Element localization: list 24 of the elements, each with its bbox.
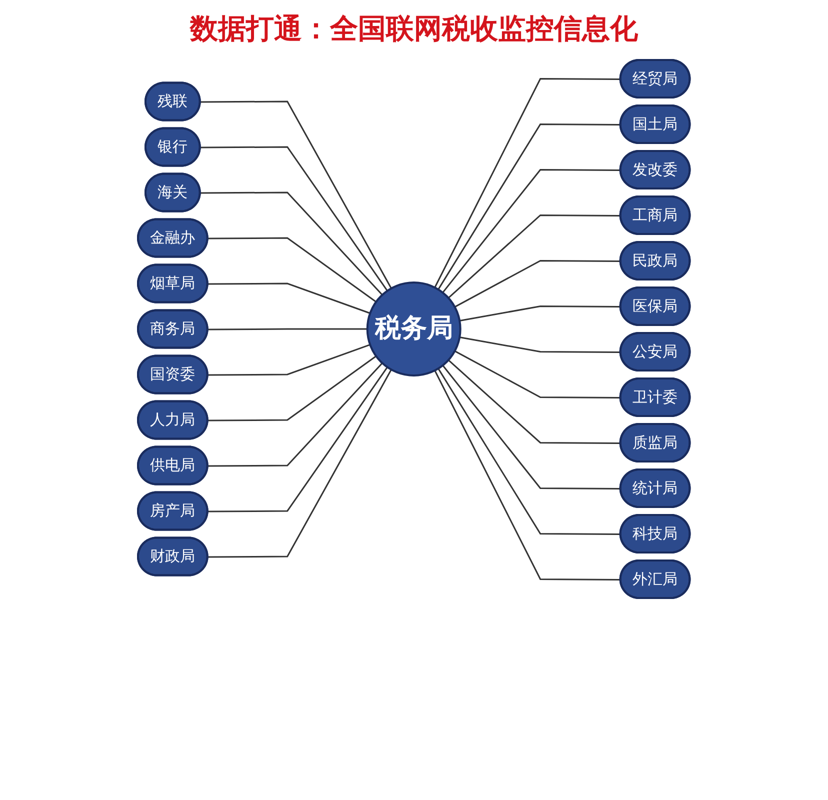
connector [438, 368, 621, 535]
connector [460, 306, 621, 322]
connector [438, 124, 621, 290]
connector [434, 78, 621, 288]
connector [208, 366, 388, 512]
connector [208, 362, 383, 467]
connector [200, 146, 388, 292]
connector [448, 214, 621, 298]
connector [442, 169, 621, 294]
title: 数据打通：全国联网税收监控信息化 [190, 11, 638, 47]
connector [208, 237, 377, 302]
connector [460, 336, 621, 353]
connector [208, 328, 368, 330]
connector [448, 360, 621, 444]
connector [454, 350, 621, 398]
connector [442, 364, 621, 490]
connector [200, 100, 392, 289]
connector [208, 282, 370, 314]
connector [208, 369, 392, 558]
connector [208, 356, 377, 422]
connector [454, 260, 621, 308]
connector [208, 344, 370, 376]
connector [200, 192, 383, 296]
connector [434, 370, 621, 580]
